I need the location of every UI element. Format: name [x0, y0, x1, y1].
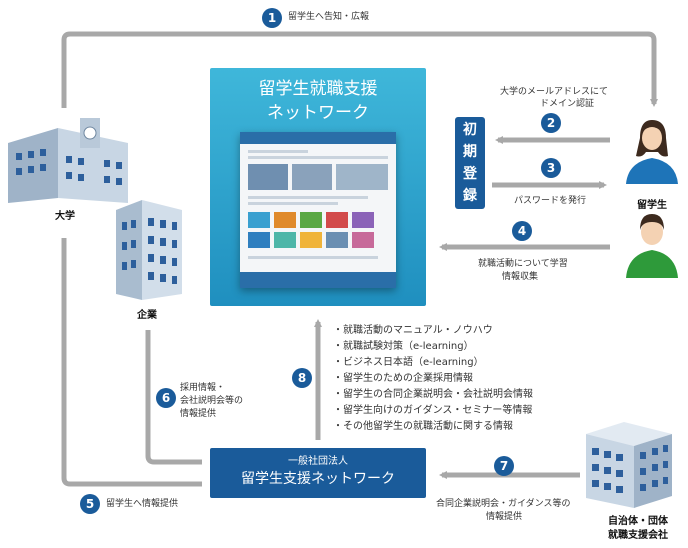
organization-name: 留学生支援ネットワーク [241, 471, 395, 487]
university-label: 大学 [55, 211, 75, 222]
step-7-text-line2: 情報提供 [486, 512, 523, 522]
init-char: 期 [463, 144, 477, 160]
step-5-text: 留学生へ情報提供 [106, 499, 179, 509]
female-student-icon [622, 118, 682, 184]
arrow-1 [61, 31, 658, 108]
list-item: ・就職試験対策（e-learning） [333, 341, 474, 352]
step-6-text-line1: 採用情報・ [180, 383, 226, 393]
step-2-text-line2: ドメイン認証 [540, 99, 595, 109]
step-badge-7: 7 [494, 456, 514, 476]
platform-title-line2: ネットワーク [267, 103, 369, 123]
step-badge-4: 4 [512, 221, 532, 241]
step-4-text-line2: 情報収集 [502, 272, 539, 282]
step-badge-3: 3 [541, 158, 561, 178]
organization-box: 一般社団法人 留学生支援ネットワーク [210, 448, 426, 498]
list-item: ・留学生の合同企業説明会・会社説明会情報 [333, 389, 533, 400]
company-building-icon [112, 196, 184, 300]
step-2-text-line1: 大学のメールアドレスにて [500, 87, 609, 97]
list-item: ・留学生のための企業採用情報 [333, 373, 473, 384]
list-item: ・ビジネス日本語（e-learning） [333, 357, 484, 368]
init-char: 登 [463, 166, 477, 182]
local-gov-label-line1: 自治体・団体 [608, 516, 668, 527]
init-char: 録 [463, 188, 477, 204]
male-student-icon [622, 212, 682, 278]
list-item: ・その他留学生の就職活動に関する情報 [333, 421, 513, 432]
local-government-building-icon [584, 418, 674, 508]
list-item: ・留学生向けのガイダンス・セミナー等情報 [333, 405, 533, 416]
arrow-5 [61, 238, 202, 487]
step-3-text: パスワードを発行 [514, 196, 587, 206]
local-gov-label-line2: 就職支援会社 [608, 530, 668, 541]
step-4-text-line1: 就職活動について学習 [478, 259, 568, 269]
initial-registration-box: 初 期 登 録 [455, 117, 485, 209]
step-badge-6: 6 [156, 388, 176, 408]
university-building-icon [8, 108, 128, 203]
step-badge-1: 1 [262, 8, 282, 28]
step-badge-5: 5 [80, 494, 100, 514]
step-badge-2: 2 [541, 113, 561, 133]
step-7-text-line1: 合同企業説明会・ガイダンス等の [436, 499, 571, 509]
website-screenshot [240, 132, 396, 288]
services-list: ・就職活動のマニュアル・ノウハウ ・就職試験対策（e-learning） ・ビジ… [333, 323, 533, 435]
step-6-text-line3: 情報提供 [180, 409, 217, 419]
arrow-6 [145, 330, 202, 465]
organization-subtitle: 一般社団法人 [288, 456, 348, 467]
step-6-text-line2: 会社説明会等の [180, 396, 244, 406]
company-label: 企業 [137, 310, 157, 321]
step-badge-8: 8 [292, 368, 312, 388]
step-1-text: 留学生へ告知・広報 [288, 12, 370, 22]
platform-title-line1: 留学生就職支援 [258, 79, 378, 99]
list-item: ・就職活動のマニュアル・ノウハウ [333, 325, 493, 336]
init-char: 初 [463, 122, 477, 138]
student-label: 留学生 [637, 200, 667, 211]
network-platform: 留学生就職支援 ネットワーク [210, 68, 426, 306]
